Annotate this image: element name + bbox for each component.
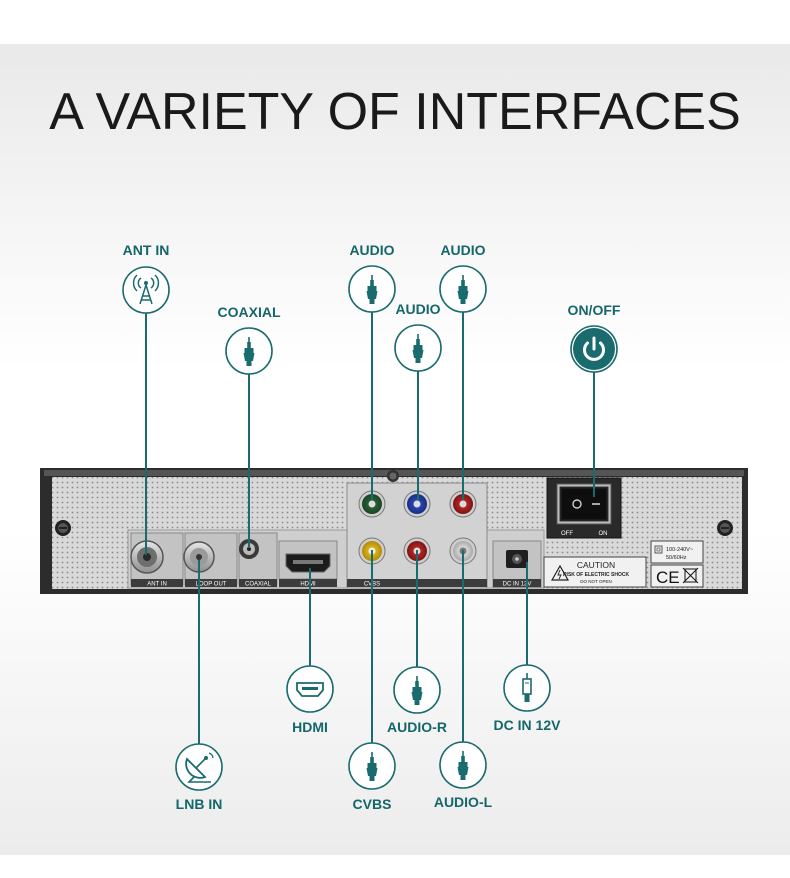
audio-jack-icon — [412, 334, 424, 363]
power-switch: OFF ON — [546, 477, 622, 539]
ant-in-port-label: ANT IN — [147, 582, 167, 588]
audio-2-label: AUDIO — [395, 301, 441, 317]
screw-right — [717, 520, 733, 536]
audio-1-callout — [348, 265, 396, 500]
dc-in-icon-ring — [503, 664, 551, 712]
switch-off-label: OFF — [561, 531, 573, 537]
caution-label: CAUTION RISK OF ELECTRIC SHOCK DO NOT OP… — [543, 556, 647, 588]
audio-jack-icon — [411, 676, 423, 705]
coaxial-port: COAXIAL — [238, 532, 278, 588]
audio-l-callout — [439, 550, 487, 789]
audio-jack-icon — [457, 275, 469, 304]
ant-in-callout — [122, 266, 170, 555]
audio-jack-icon — [366, 752, 378, 781]
dc-in-port-label: DC IN 12V — [503, 582, 532, 588]
screw-top — [387, 470, 399, 482]
ant-in-icon-ring — [122, 266, 170, 314]
screw-left — [55, 520, 71, 536]
switch-on-label: ON — [599, 531, 608, 537]
satellite-dish-icon — [185, 752, 214, 783]
audio-2-callout — [394, 324, 442, 500]
audio-l-label: AUDIO-L — [433, 794, 493, 810]
hdmi-label: HDMI — [292, 719, 328, 735]
audio-1-label: AUDIO — [349, 242, 395, 258]
audio-3-callout — [439, 265, 487, 500]
on-off-label: ON/OFF — [567, 302, 621, 318]
audio-3-label: AUDIO — [440, 242, 486, 258]
page-title: A VARIETY OF INTERFACES — [49, 83, 741, 141]
callouts — [122, 265, 618, 791]
lnb-in-icon-ring — [175, 743, 223, 791]
antenna-icon — [132, 274, 160, 305]
rating-voltage: 100-240V~ — [666, 547, 693, 553]
hdmi-port: HDMI — [278, 540, 338, 588]
dc-in-label: DC IN 12V — [493, 717, 561, 733]
on-off-callout — [570, 325, 618, 497]
ce-mark-text: CE — [656, 568, 680, 587]
audio-r-callout — [393, 550, 441, 714]
audio-jack-icon — [366, 275, 378, 304]
caution-title: CAUTION — [577, 560, 615, 570]
hdmi-port-label: HDMI — [300, 582, 316, 588]
dc-plug-icon — [522, 673, 532, 702]
weee-bin-icon — [682, 567, 699, 584]
rca-green-jack — [358, 490, 386, 518]
coaxial-label: COAXIAL — [217, 304, 281, 320]
ant-in-port: ANT IN — [130, 532, 184, 588]
lnb-in-callout — [175, 560, 223, 791]
power-icon — [573, 328, 615, 370]
rating-frequency: 50/60Hz — [666, 555, 687, 561]
hdmi-callout — [286, 568, 334, 713]
cvbs-label: CVBS — [352, 796, 392, 812]
audio-jack-icon — [243, 337, 255, 366]
ant-in-label: ANT IN — [122, 242, 170, 258]
dc-in-callout — [503, 562, 551, 712]
rating-label: 100-240V~ 50/60Hz — [650, 540, 704, 564]
cvbs-callout — [348, 550, 396, 790]
hdmi-icon — [296, 682, 324, 697]
background-band — [0, 44, 790, 855]
audio-jack-icon — [457, 751, 469, 780]
caution-line-1: RISK OF ELECTRIC SHOCK — [563, 572, 630, 578]
loop-out-port: LOOP OUT — [183, 532, 238, 588]
receiver-rear-panel: ANT IN LOOP OUT COAXIAL — [40, 468, 748, 594]
caution-line-2: DO NOT OPEN — [580, 579, 611, 584]
dc-in-port: DC IN 12V — [492, 540, 542, 588]
loop-out-port-label: LOOP OUT — [196, 582, 227, 588]
rca-blue-jack — [403, 490, 431, 518]
audio-r-label: AUDIO-R — [387, 719, 447, 735]
coaxial-port-label: COAXIAL — [245, 582, 272, 588]
ce-mark: CE — [650, 564, 704, 588]
lnb-in-label: LNB IN — [175, 796, 223, 812]
coaxial-callout — [225, 327, 273, 548]
